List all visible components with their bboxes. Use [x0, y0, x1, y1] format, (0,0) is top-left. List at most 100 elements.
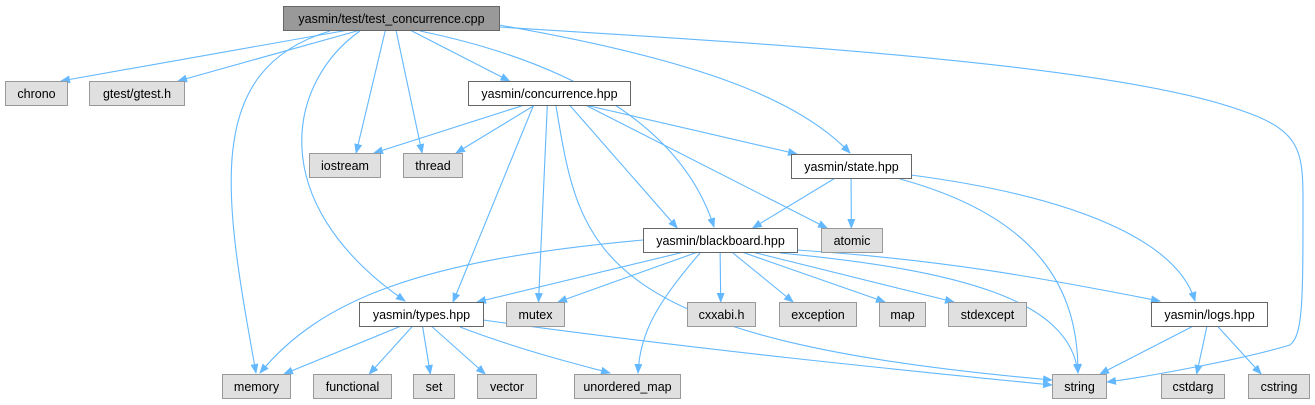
- node-label: cstring: [1261, 380, 1298, 394]
- node-box: [574, 374, 681, 399]
- node-box: [309, 153, 381, 178]
- node-box: [403, 153, 463, 178]
- node-label: cxxabi.h: [699, 308, 745, 322]
- edge-logs-to-string: [1099, 325, 1194, 375]
- node-state[interactable]: yasmin/state.hpp: [791, 154, 912, 179]
- edge-concurrence-to-mutex: [534, 104, 548, 303]
- node-box: [359, 302, 484, 327]
- node-string[interactable]: string: [1052, 374, 1107, 399]
- edge-blackboard-to-types: [476, 251, 685, 304]
- node-label: string: [1064, 380, 1095, 394]
- node-box: [506, 302, 565, 327]
- edge-types-to-memory: [283, 325, 402, 375]
- edge-types-to-functional: [368, 325, 414, 375]
- node-cxxabi[interactable]: cxxabi.h: [687, 302, 756, 327]
- edge-concurrence-to-atomic: [585, 104, 828, 229]
- node-label: map: [890, 308, 914, 322]
- edge-state-to-logs: [910, 174, 1197, 302]
- node-box: [222, 374, 291, 399]
- node-label: iostream: [321, 159, 369, 173]
- node-functional[interactable]: functional: [313, 374, 392, 399]
- edge-root-to-blackboard: [419, 30, 716, 228]
- node-box: [1248, 374, 1310, 399]
- node-mutex[interactable]: mutex: [506, 302, 565, 327]
- node-label: yasmin/test/test_concurrence.cpp: [298, 12, 484, 26]
- node-unordered-map[interactable]: unordered_map: [574, 374, 681, 399]
- edge-blackboard-to-memory: [259, 239, 644, 374]
- node-root[interactable]: yasmin/test/test_concurrence.cpp: [283, 6, 500, 31]
- node-box: [779, 302, 857, 327]
- edge-blackboard-to-cxxabi: [716, 251, 725, 303]
- node-box: [687, 302, 756, 327]
- node-label: exception: [791, 308, 845, 322]
- node-atomic[interactable]: atomic: [821, 228, 883, 253]
- node-label: atomic: [834, 234, 871, 248]
- node-gtest[interactable]: gtest/gtest.h: [89, 81, 185, 106]
- node-label: set: [426, 380, 443, 394]
- node-box: [821, 228, 883, 253]
- edge-root-to-memory: [230, 30, 331, 374]
- node-box: [89, 81, 185, 106]
- node-label: yasmin/blackboard.hpp: [656, 234, 785, 248]
- edge-types-to-unordered-map: [459, 326, 611, 375]
- node-exception[interactable]: exception: [779, 302, 857, 327]
- edge-blackboard-to-unordered-map: [634, 252, 701, 374]
- node-thread[interactable]: thread: [403, 153, 463, 178]
- node-map[interactable]: map: [879, 302, 926, 327]
- edge-concurrence-to-types: [452, 104, 535, 303]
- node-box: [879, 302, 926, 327]
- edge-types-to-string: [482, 319, 1053, 389]
- node-label: gtest/gtest.h: [103, 87, 171, 101]
- node-stdexcept[interactable]: stdexcept: [948, 302, 1027, 327]
- edge-types-to-vector: [430, 325, 486, 375]
- node-box: [948, 302, 1027, 327]
- node-label: mutex: [518, 308, 553, 322]
- node-box: [477, 374, 537, 399]
- node-blackboard[interactable]: yasmin/blackboard.hpp: [643, 228, 798, 253]
- edge-root-to-iostream: [354, 29, 386, 154]
- node-box: [468, 81, 631, 106]
- node-set[interactable]: set: [413, 374, 455, 399]
- node-iostream[interactable]: iostream: [309, 153, 381, 178]
- edge-root-to-string: [498, 26, 1304, 385]
- node-label: yasmin/concurrence.hpp: [481, 87, 617, 101]
- edge-root-to-gtest: [177, 29, 361, 83]
- edge-concurrence-to-thread: [455, 104, 536, 154]
- node-label: stdexcept: [961, 308, 1015, 322]
- node-box: [313, 374, 392, 399]
- node-cstdarg[interactable]: cstdarg: [1161, 374, 1225, 399]
- edge-blackboard-to-map: [741, 251, 886, 303]
- node-label: cstdarg: [1173, 380, 1214, 394]
- node-chrono[interactable]: chrono: [5, 81, 68, 106]
- edge-concurrence-to-iostream: [373, 104, 525, 155]
- edge-root-to-types: [301, 30, 406, 302]
- node-box: [1161, 374, 1225, 399]
- node-cstring[interactable]: cstring: [1248, 374, 1310, 399]
- node-box: [791, 154, 912, 179]
- edge-root-to-concurrence: [409, 29, 511, 82]
- node-vector[interactable]: vector: [477, 374, 537, 399]
- node-label: chrono: [17, 87, 55, 101]
- node-logs[interactable]: yasmin/logs.hpp: [1151, 302, 1268, 327]
- node-memory[interactable]: memory: [222, 374, 291, 399]
- edge-blackboard-to-string: [779, 252, 1081, 374]
- node-box: [643, 228, 798, 253]
- edge-concurrence-to-state: [585, 104, 798, 156]
- edge-state-to-string: [899, 178, 1082, 374]
- edge-blackboard-to-exception: [731, 251, 794, 303]
- node-concurrence[interactable]: yasmin/concurrence.hpp: [468, 81, 631, 106]
- edge-blackboard-to-mutex: [557, 251, 698, 303]
- node-types[interactable]: yasmin/types.hpp: [359, 302, 484, 327]
- node-label: memory: [234, 380, 280, 394]
- edges-layer: [60, 24, 1304, 389]
- edge-root-to-thread: [395, 29, 425, 154]
- edge-root-to-chrono: [60, 29, 349, 84]
- node-label: unordered_map: [583, 380, 671, 394]
- edge-concurrence-to-blackboard: [569, 104, 678, 229]
- edge-blackboard-to-logs: [796, 249, 1161, 304]
- node-label: yasmin/state.hpp: [804, 160, 899, 174]
- node-label: functional: [326, 380, 380, 394]
- node-box: [413, 374, 455, 399]
